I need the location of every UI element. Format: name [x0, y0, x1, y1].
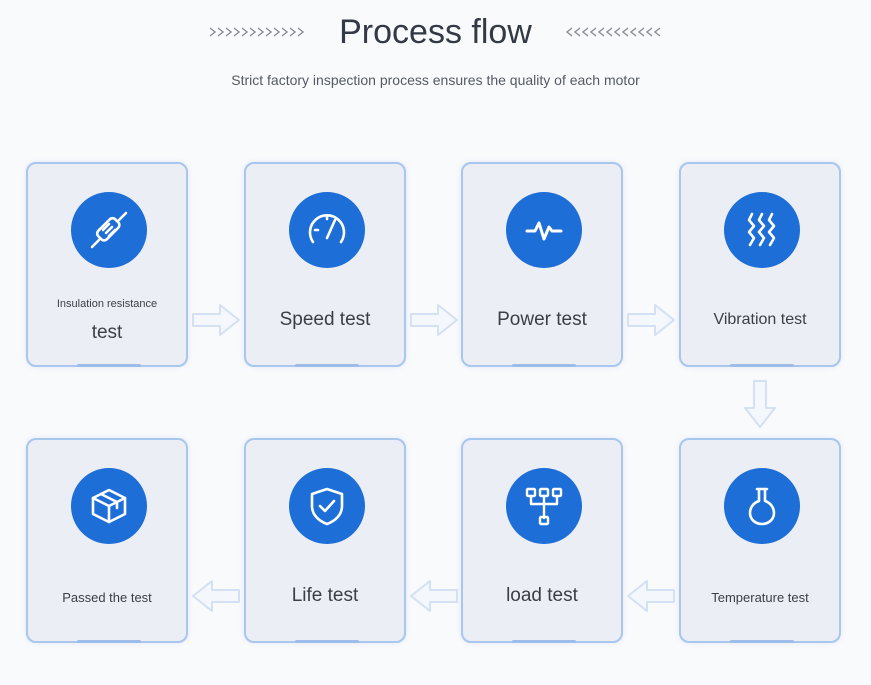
step-card-load: load test [461, 438, 623, 643]
step-label: load test [506, 585, 578, 606]
card-underline [295, 640, 359, 643]
step-label: Passed the test [62, 590, 152, 605]
pulse-icon [506, 192, 582, 268]
resistor-icon [71, 192, 147, 268]
step-card-power: Power test [461, 162, 623, 367]
shield-check-icon [289, 468, 365, 544]
arrow-right-icon [627, 304, 675, 336]
step-card-speed: Speed test [244, 162, 406, 367]
step-label: Insulation resistance [56, 298, 158, 310]
arrow-down-icon [744, 380, 776, 428]
card-underline [77, 364, 141, 367]
thermometer-bulb-icon [724, 468, 800, 544]
card-underline [512, 640, 576, 643]
network-tree-icon [506, 468, 582, 544]
step-label: Temperature test [711, 590, 809, 605]
page-title: Process flow [339, 13, 532, 51]
card-underline [730, 364, 794, 367]
card-underline [77, 640, 141, 643]
page-subtitle: Strict factory inspection process ensure… [231, 72, 640, 88]
chevrons-left-decoration [565, 27, 661, 37]
step-label: Life test [291, 585, 359, 606]
step-card-insulation: Insulation resistance test [26, 162, 188, 367]
step-card-passed: Passed the test [26, 438, 188, 643]
arrow-left-icon [192, 580, 240, 612]
step-card-vibration: Vibration test [679, 162, 841, 367]
speedometer-icon [289, 192, 365, 268]
step-label: Power test [497, 309, 587, 330]
arrow-right-icon [192, 304, 240, 336]
step-card-temperature: Temperature test [679, 438, 841, 643]
header: Process flow [0, 10, 871, 54]
card-underline [512, 364, 576, 367]
step-label-line2: test [91, 322, 123, 343]
arrow-left-icon [410, 580, 458, 612]
arrow-left-icon [627, 580, 675, 612]
chevrons-right-decoration [209, 27, 305, 37]
vibration-icon [724, 192, 800, 268]
step-label: Speed test [279, 309, 371, 330]
box-icon [71, 468, 147, 544]
step-label: Vibration test [713, 311, 807, 328]
card-underline [730, 640, 794, 643]
step-card-life: Life test [244, 438, 406, 643]
card-underline [295, 364, 359, 367]
arrow-right-icon [410, 304, 458, 336]
